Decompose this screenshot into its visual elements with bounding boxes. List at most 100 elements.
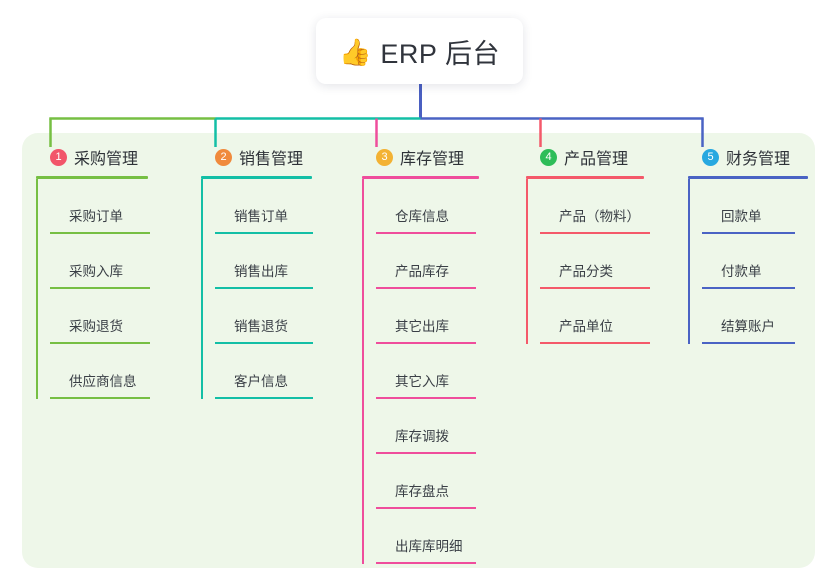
list-item-label: 供应商信息 — [69, 374, 137, 389]
list-item-underline — [702, 342, 795, 344]
list-item-underline — [702, 287, 795, 289]
category-item-list: 产品（物料） 产品分类产品单位 — [526, 179, 676, 344]
category-item-list: 销售订单销售出库销售退货客户信息 — [201, 179, 351, 399]
category-title: 采购管理 — [74, 151, 139, 168]
list-item-underline — [215, 232, 313, 234]
category-item-list: 仓库信息产品库存其它出库其它入库库存调拨库存盘点出库库明细 — [362, 179, 512, 564]
list-item[interactable]: 库存盘点 — [376, 454, 512, 509]
list-item-label: 产品库存 — [395, 264, 449, 279]
category-spine — [36, 179, 38, 399]
category-underline — [688, 176, 808, 179]
list-item[interactable]: 其它出库 — [376, 289, 512, 344]
category-spine — [201, 179, 203, 399]
list-item-label: 采购入库 — [69, 264, 123, 279]
list-item-underline — [215, 397, 313, 399]
list-item-label: 产品（物料） — [559, 209, 640, 224]
list-item-label: 付款单 — [721, 264, 762, 279]
root-node-label: ERP 后台 — [380, 38, 500, 69]
list-item[interactable]: 付款单 — [702, 234, 828, 289]
root-node-erp-backend[interactable]: 👍 ERP 后台 — [316, 18, 523, 84]
category-spine — [688, 179, 690, 344]
list-item[interactable]: 供应商信息 — [50, 344, 186, 399]
list-item[interactable]: 回款单 — [702, 179, 828, 234]
category-header[interactable]: 4 产品管理 — [526, 145, 676, 169]
list-item-label: 回款单 — [721, 209, 762, 224]
list-item-underline — [215, 342, 313, 344]
category-title: 销售管理 — [239, 151, 304, 168]
category-header[interactable]: 5 财务管理 — [688, 145, 828, 169]
list-item-underline — [540, 342, 650, 344]
list-item-label: 出库库明细 — [395, 539, 463, 554]
list-item[interactable]: 采购退货 — [50, 289, 186, 344]
list-item-label: 库存盘点 — [395, 484, 449, 499]
list-item-label: 产品分类 — [559, 264, 613, 279]
category-title: 财务管理 — [726, 151, 791, 168]
category-number-badge: 5 — [702, 148, 719, 166]
list-item[interactable]: 结算账户 — [702, 289, 828, 344]
list-item[interactable]: 产品单位 — [540, 289, 676, 344]
category-item-list: 采购订单采购入库采购退货供应商信息 — [36, 179, 186, 399]
list-item-underline — [702, 232, 795, 234]
thumbs-up-icon: 👍 — [339, 37, 372, 67]
category-title: 产品管理 — [564, 151, 629, 168]
category-item-list: 回款单付款单结算账户 — [688, 179, 828, 344]
list-item[interactable]: 销售出库 — [215, 234, 351, 289]
list-item-label: 采购订单 — [69, 209, 123, 224]
list-item-label: 销售退货 — [234, 319, 288, 334]
list-item-underline — [376, 232, 476, 234]
list-item-label: 客户信息 — [234, 374, 288, 389]
category-underline — [36, 176, 148, 179]
list-item[interactable]: 销售退货 — [215, 289, 351, 344]
list-item-label: 销售订单 — [234, 209, 288, 224]
category-underline — [526, 176, 644, 179]
list-item-label: 库存调拨 — [395, 429, 449, 444]
list-item[interactable]: 销售订单 — [215, 179, 351, 234]
list-item-label: 结算账户 — [721, 319, 775, 334]
list-item[interactable]: 出库库明细 — [376, 509, 512, 564]
list-item-label: 采购退货 — [69, 319, 123, 334]
list-item-underline — [540, 232, 650, 234]
list-item[interactable]: 产品（物料） — [540, 179, 676, 234]
list-item-underline — [215, 287, 313, 289]
category-spine — [526, 179, 528, 344]
list-item[interactable]: 采购订单 — [50, 179, 186, 234]
category-column: 2 销售管理销售订单销售出库销售退货客户信息 — [201, 145, 351, 399]
category-column: 4 产品管理产品（物料） 产品分类产品单位 — [526, 145, 676, 344]
diagram-panel — [22, 133, 815, 568]
list-item-underline — [50, 232, 150, 234]
list-item-underline — [376, 397, 476, 399]
list-item[interactable]: 其它入库 — [376, 344, 512, 399]
list-item[interactable]: 产品分类 — [540, 234, 676, 289]
list-item-underline — [376, 287, 476, 289]
list-item-label: 销售出库 — [234, 264, 288, 279]
list-item-label: 仓库信息 — [395, 209, 449, 224]
category-number-badge: 4 — [540, 148, 557, 166]
list-item-underline — [50, 397, 150, 399]
category-column: 5 财务管理回款单付款单结算账户 — [688, 145, 828, 344]
list-item-underline — [376, 452, 476, 454]
list-item-underline — [50, 287, 150, 289]
list-item-underline — [376, 562, 476, 564]
category-spine — [362, 179, 364, 564]
list-item-label: 产品单位 — [559, 319, 613, 334]
list-item-underline — [50, 342, 150, 344]
category-number-badge: 3 — [376, 148, 393, 166]
category-header[interactable]: 2 销售管理 — [201, 145, 351, 169]
list-item-label: 其它出库 — [395, 319, 449, 334]
list-item-label: 其它入库 — [395, 374, 449, 389]
list-item-underline — [540, 287, 650, 289]
list-item-underline — [376, 342, 476, 344]
list-item[interactable]: 采购入库 — [50, 234, 186, 289]
list-item[interactable]: 产品库存 — [376, 234, 512, 289]
category-underline — [362, 176, 479, 179]
category-number-badge: 2 — [215, 148, 232, 166]
list-item[interactable]: 客户信息 — [215, 344, 351, 399]
list-item[interactable]: 库存调拨 — [376, 399, 512, 454]
category-underline — [201, 176, 312, 179]
list-item[interactable]: 仓库信息 — [376, 179, 512, 234]
